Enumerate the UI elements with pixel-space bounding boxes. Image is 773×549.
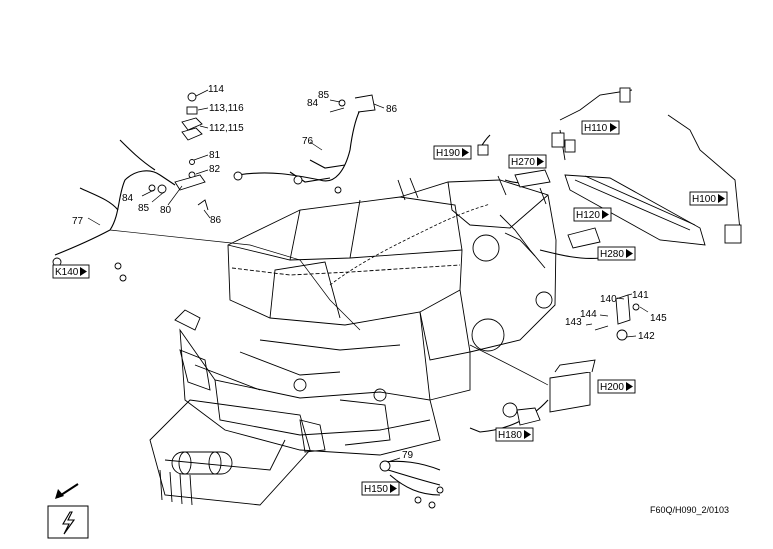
callout-h110: H110: [581, 120, 620, 135]
motor-h180: [502, 402, 518, 418]
triangle-right-icon: [602, 210, 609, 219]
triangle-right-icon: [626, 249, 633, 258]
callout-h200: H200: [597, 379, 636, 394]
label-140: 140: [600, 294, 617, 305]
harness-77: [54, 170, 176, 256]
label-113-116: 113,116: [209, 103, 244, 114]
label-86-left: 86: [210, 215, 222, 226]
triangle-right-icon: [462, 148, 469, 157]
body-panel: [227, 196, 463, 326]
callout-h180: H180: [495, 427, 534, 442]
callout-h280: H280: [597, 246, 636, 261]
svg-text:H190: H190: [436, 148, 460, 159]
arrow-down-left-icon: [55, 483, 79, 499]
triangle-right-icon: [524, 430, 531, 439]
body-edge: [227, 244, 463, 261]
screw-114: [187, 92, 197, 102]
electrical-symbol-box: [47, 505, 89, 539]
rear-frame: [399, 179, 557, 353]
svg-text:H100: H100: [692, 194, 716, 205]
svg-text:K140: K140: [55, 267, 79, 278]
fitting-140: [615, 294, 631, 325]
module-h270: [514, 169, 551, 188]
triangle-right-icon: [80, 267, 87, 276]
label-84-left: 84: [122, 193, 134, 204]
callout-h120: H120: [573, 207, 612, 222]
harness-76: [237, 109, 361, 182]
callout-k140: K140: [52, 264, 90, 279]
frame-hole-lower: [471, 318, 505, 352]
triangle-right-icon: [626, 382, 633, 391]
block-h200: [549, 371, 591, 413]
hardware: [52, 87, 742, 509]
svg-text:H280: H280: [600, 249, 624, 260]
label-76: 76: [302, 136, 314, 147]
svg-text:H150: H150: [364, 484, 388, 495]
svg-text:H270: H270: [511, 157, 535, 168]
label-114: 114: [208, 84, 224, 95]
front-roller-unit: [149, 399, 311, 506]
rail-h120: [564, 174, 706, 246]
triangle-right-icon: [537, 157, 544, 166]
label-142: 142: [638, 331, 655, 342]
svg-text:H200: H200: [600, 382, 624, 393]
label-86-top: 86: [386, 104, 398, 115]
label-141: 141: [632, 290, 649, 301]
part-number-labels: 114 113,116 112,115 81 82 84 85 80 86 77…: [72, 84, 667, 461]
callout-h100: H100: [689, 191, 728, 206]
frame-hole-upper: [472, 234, 500, 262]
label-81: 81: [209, 150, 221, 161]
label-80: 80: [160, 205, 172, 216]
label-112-115: 112,115: [209, 123, 244, 134]
svg-text:H180: H180: [498, 430, 522, 441]
label-144: 144: [580, 309, 597, 320]
triangle-right-icon: [610, 123, 617, 132]
callout-boxes: K140 H190 H270 H110 H100 H120: [52, 120, 728, 496]
machine-body: [149, 175, 557, 506]
roller-drum: [171, 451, 233, 475]
lightning-bolt-icon: [62, 511, 76, 535]
chassis: [179, 328, 441, 456]
callout-h190: H190: [433, 145, 472, 160]
module-h280: [567, 227, 601, 249]
callout-h150: H150: [361, 481, 400, 496]
drawing-reference-code: F60Q/H090_2/0103: [650, 505, 730, 515]
leader-lines: [87, 89, 649, 463]
connector-h190: [477, 144, 489, 156]
bracket-80: [174, 174, 206, 191]
triangle-right-icon: [718, 194, 725, 203]
label-82: 82: [209, 164, 221, 175]
callout-h270: H270: [508, 154, 547, 169]
cable-h100: [667, 114, 741, 231]
label-77: 77: [72, 216, 84, 227]
label-85-top: 85: [318, 90, 330, 101]
svg-text:H120: H120: [576, 210, 600, 221]
label-84-top: 84: [307, 98, 319, 109]
label-85-left: 85: [138, 203, 150, 214]
body-window: [269, 261, 341, 319]
triangle-right-icon: [390, 484, 397, 493]
label-145: 145: [650, 313, 667, 324]
label-143: 143: [565, 317, 582, 328]
svg-text:H110: H110: [584, 123, 608, 134]
label-79: 79: [402, 450, 414, 461]
